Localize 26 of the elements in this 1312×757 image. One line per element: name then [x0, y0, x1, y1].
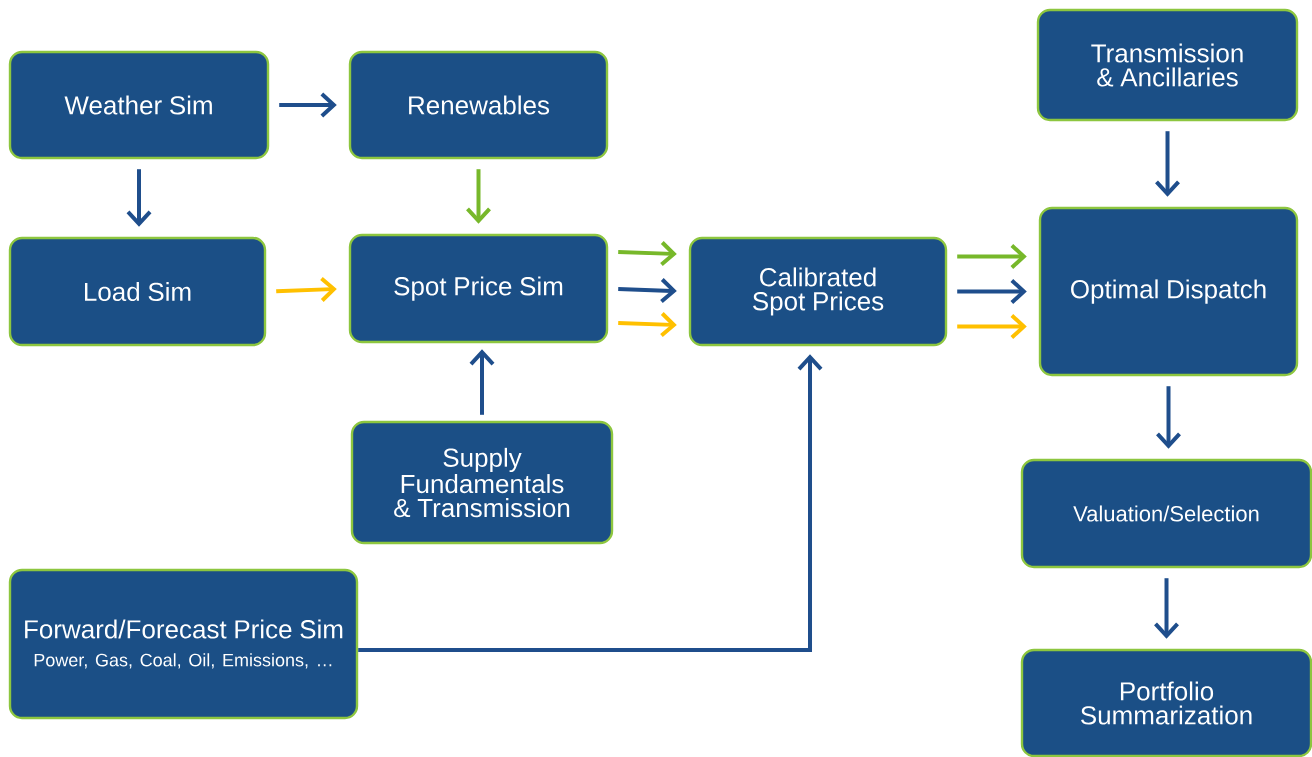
process-box: Portfolio Summarization	[1020, 648, 1312, 757]
process-box: Calibrated Spot Prices	[688, 236, 948, 347]
process-box: Load Sim	[8, 236, 267, 347]
arrow	[466, 169, 491, 224]
process-box: Forward/Forecast Price Sim Power, Gas, Coal, Oil, Emissions, …	[8, 568, 359, 720]
arrow	[1155, 131, 1180, 197]
process-box: Optimal Dispatch	[1038, 206, 1299, 377]
process-box: Renewables	[348, 50, 609, 160]
process-box: Supply Fundamentals & Transmission	[350, 420, 614, 545]
process-box: Valuation/Selection	[1020, 458, 1312, 569]
arrow	[279, 92, 337, 118]
arrow	[469, 349, 495, 415]
arrow	[1156, 386, 1181, 449]
arrow	[957, 314, 1027, 339]
process-box: Transmission & Ancillaries	[1036, 8, 1299, 122]
process-box: Weather Sim	[8, 50, 270, 160]
arrow	[618, 312, 677, 338]
arrow	[957, 244, 1027, 269]
arrow	[957, 279, 1027, 304]
arrow	[358, 354, 823, 652]
process-box: Spot Price Sim	[348, 233, 609, 344]
arrow	[126, 169, 152, 227]
arrow	[276, 276, 337, 302]
arrow	[618, 241, 677, 267]
arrow	[1154, 578, 1179, 639]
arrow	[618, 278, 677, 304]
